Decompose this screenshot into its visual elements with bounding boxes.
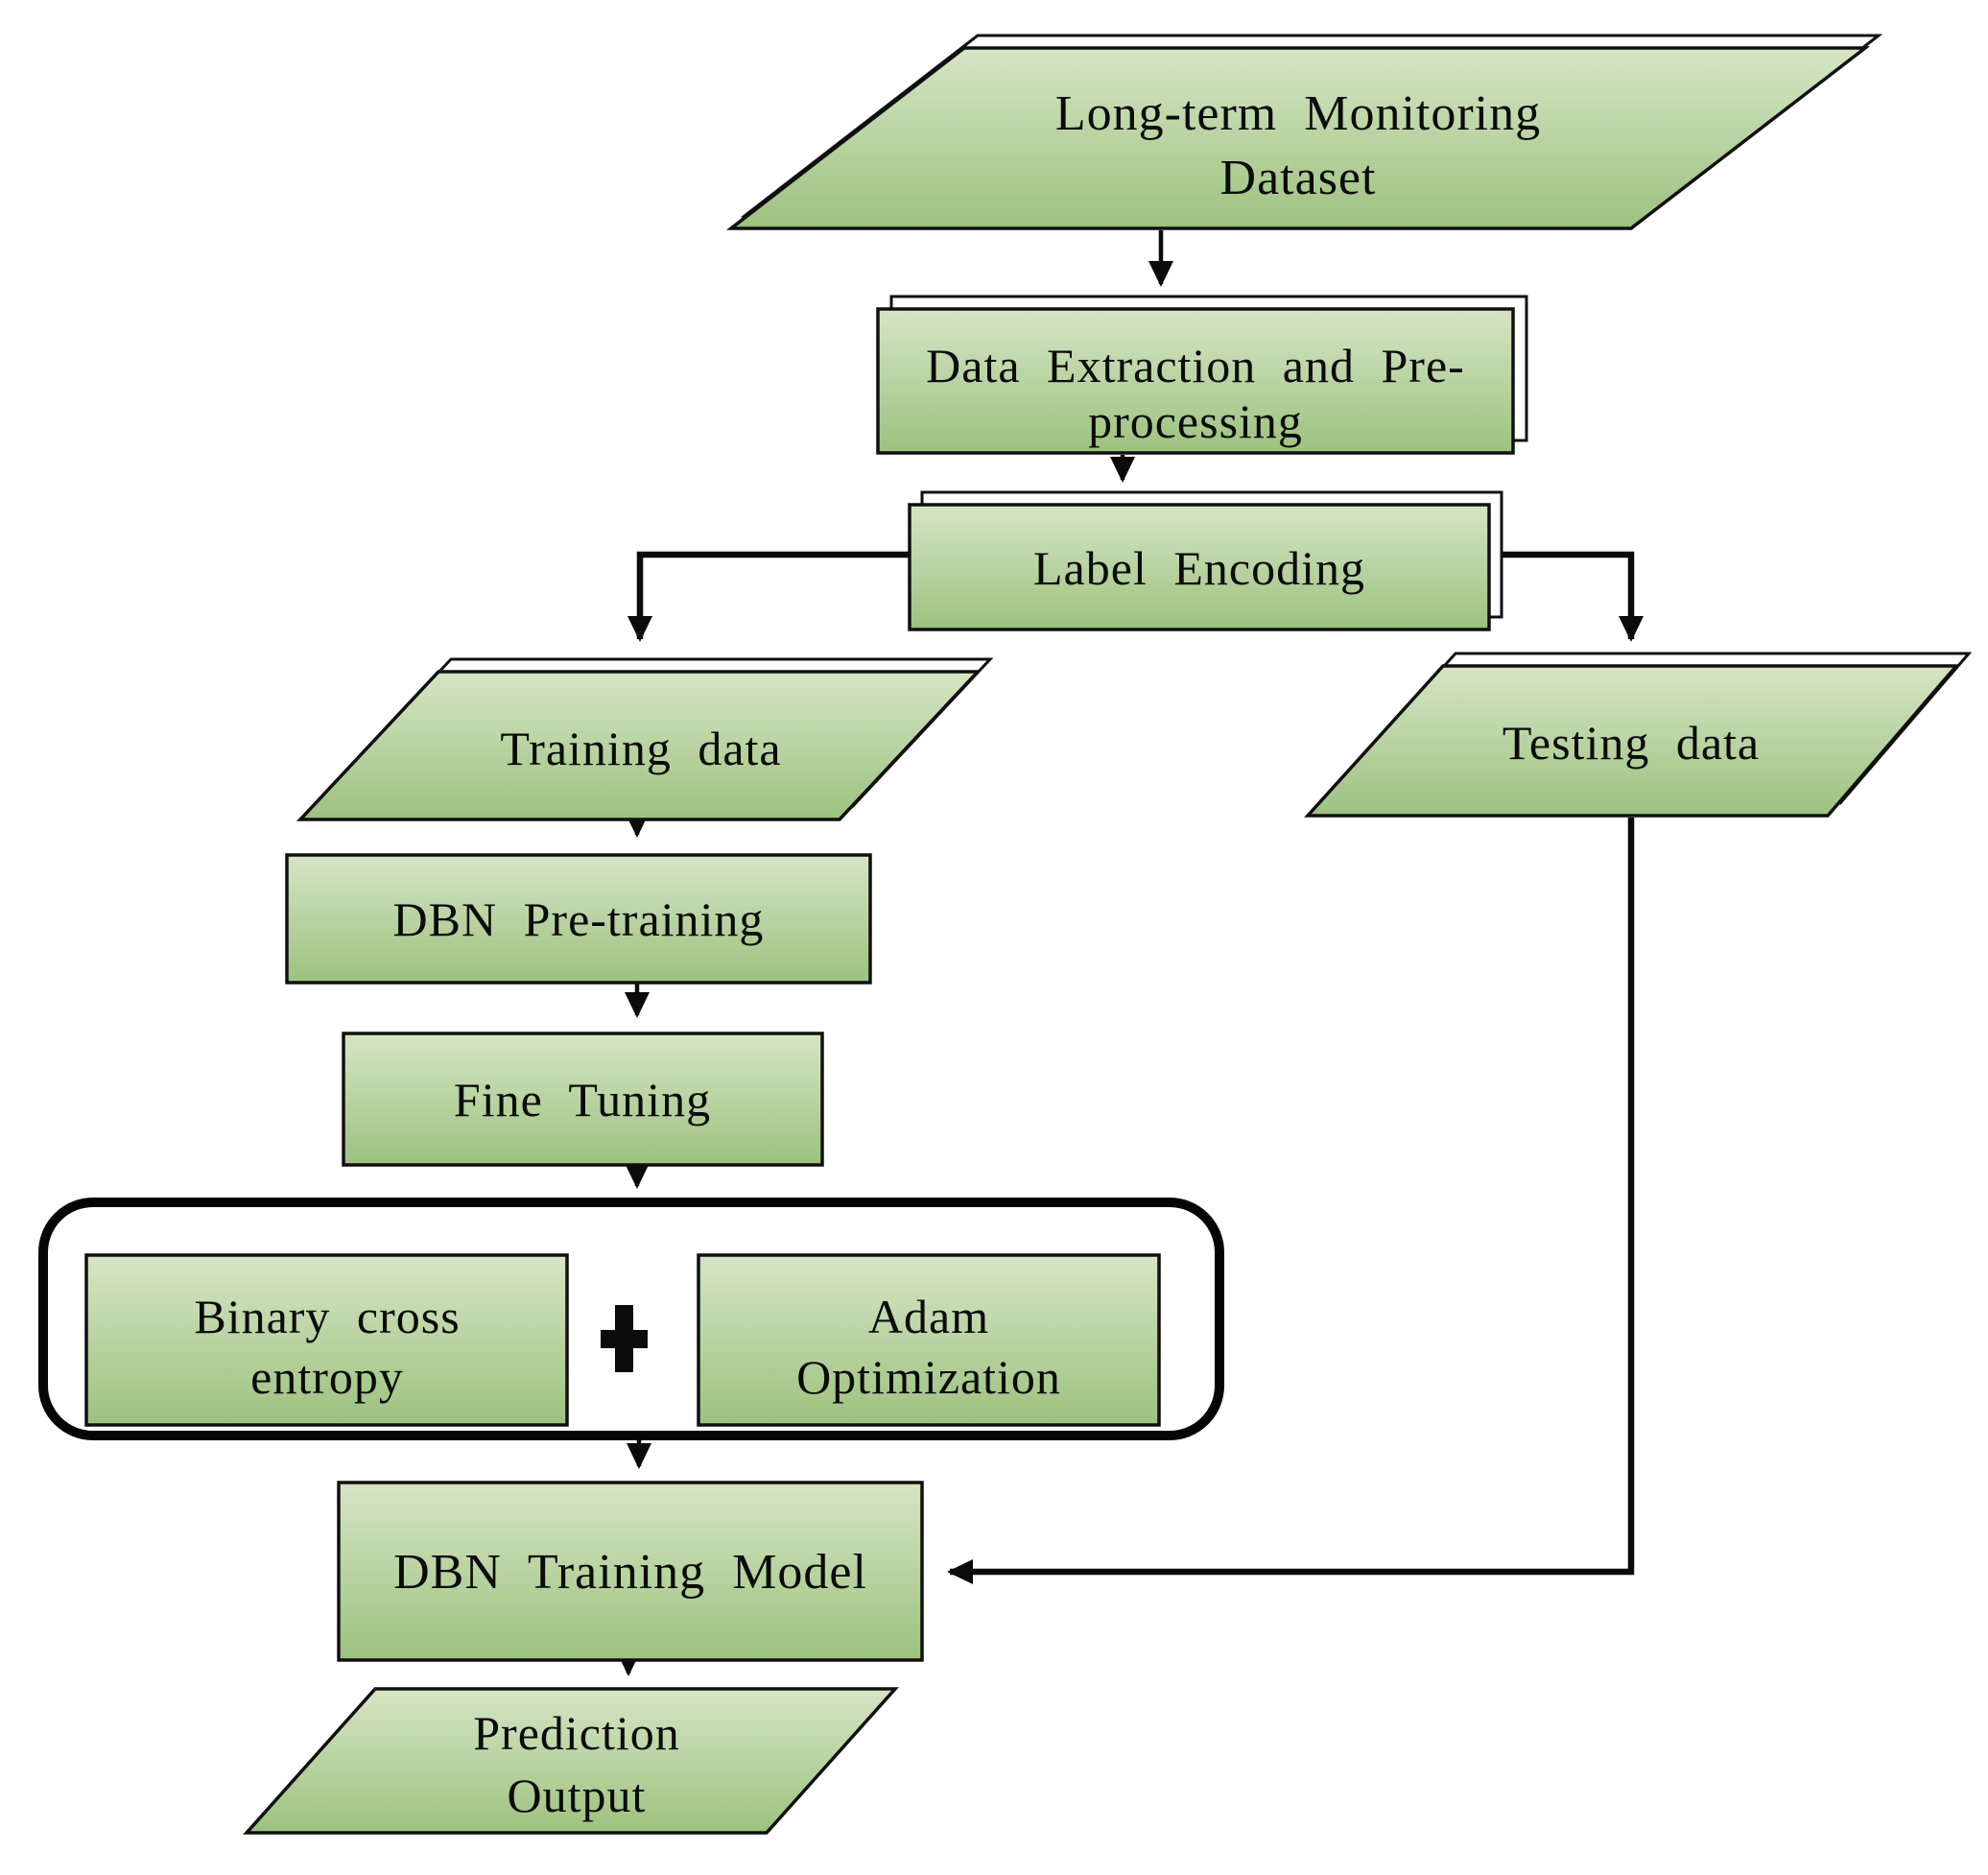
node-loss-optimizer-group: Binary cross entropy Adam Optimization (38, 1198, 1224, 1440)
node-dbn-pretraining: DBN Pre-training (285, 853, 872, 985)
training-data-label: Training data (500, 722, 781, 775)
dbn-training-model-shape (337, 1481, 924, 1662)
dataset-label-line2: Dataset (1220, 151, 1377, 205)
dataset-shape (725, 46, 1871, 230)
dbn-pretraining-label: DBN Pre-training (393, 892, 765, 946)
extraction-shape (876, 307, 1515, 455)
node-dbn-training-model: DBN Training Model (337, 1481, 924, 1662)
testing-data-label: Testing data (1503, 716, 1760, 770)
node-testing-data: Testing data (1304, 652, 1973, 818)
dbn-pretraining-shape (285, 853, 872, 985)
binary-cross-entropy-label-line2: entropy (250, 1350, 404, 1404)
prediction-output-label-line2: Output (508, 1768, 647, 1822)
node-fine-tuning: Fine Tuning (342, 1032, 824, 1167)
dbn-training-model-label: DBN Training Model (393, 1545, 867, 1600)
node-training-data: Training data (296, 657, 994, 821)
node-prediction-output: Prediction Output (243, 1687, 899, 1835)
fine-tuning-label: Fine Tuning (454, 1073, 711, 1127)
extraction-label-line1: Data Extraction and Pre- (926, 339, 1465, 392)
connectors (616, 230, 1644, 1676)
binary-cross-entropy-label-line1: Binary cross (194, 1290, 460, 1343)
plus-icon-horizontal-bar (601, 1330, 648, 1348)
adam-optimization-label-line1: Adam (868, 1290, 989, 1343)
prediction-output-shape (243, 1687, 899, 1835)
binary-cross-entropy-shape (84, 1253, 569, 1427)
edge-testing-data-to-dbn-training-model (947, 818, 1635, 1584)
label-encoding-label: Label Encoding (1033, 541, 1365, 595)
node-label-encoding: Label Encoding (908, 490, 1503, 631)
node-binary-cross-entropy: Binary cross entropy (84, 1253, 569, 1427)
label-encoding-shape (908, 503, 1491, 631)
plus-icon (601, 1305, 648, 1372)
fine-tuning-shape (342, 1032, 824, 1167)
prediction-output-label-line1: Prediction (473, 1706, 680, 1760)
edge-label-encoding-to-testing-data (1487, 551, 1644, 642)
adam-optimization-label-line2: Optimization (796, 1350, 1061, 1404)
node-adam-optimization: Adam Optimization (697, 1253, 1161, 1427)
dataset-label-line1: Long-term Monitoring (1055, 86, 1541, 141)
node-extraction: Data Extraction and Pre- processing (876, 295, 1528, 455)
adam-optimization-shape (697, 1253, 1161, 1427)
testing-data-shape (1304, 664, 1960, 818)
extraction-label-line2: processing (1088, 394, 1303, 448)
training-data-shape (296, 670, 982, 821)
node-dataset: Long-term Monitoring Dataset (725, 34, 1883, 230)
edge-label-encoding-to-training-data (627, 551, 911, 642)
